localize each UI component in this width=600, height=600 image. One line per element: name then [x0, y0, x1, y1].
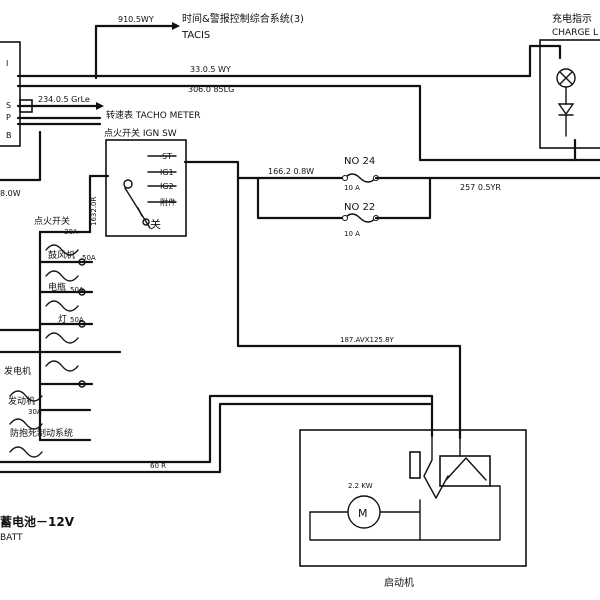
label-charge-cn: 充电指示 — [552, 12, 592, 25]
label-fl-ign-amp: 30A — [64, 228, 78, 236]
label-fl-bat: 电瓶 — [48, 281, 66, 293]
label-tacis-cn: 时间&警报控制综合系统(3) — [182, 12, 304, 25]
label-wire-left: 8.0W — [0, 189, 21, 198]
label-fl-abs: 防抱死制动系统 — [10, 427, 73, 439]
label-motor-m: M — [358, 507, 368, 520]
charge-lamp — [539, 39, 600, 149]
label-tacis-en: TACIS — [181, 30, 210, 41]
label-fl-bat-amp: 50A — [70, 286, 84, 294]
label-batt-cn: 蓄电池－12V — [0, 514, 75, 529]
wire-no22-out — [398, 176, 432, 220]
arrow-tacis — [172, 22, 180, 30]
label-fl-fan: 鼓风机 — [48, 249, 75, 261]
label-wire-306: 306.0 85LG — [188, 85, 234, 94]
ign-switch — [105, 139, 187, 237]
label-wire-60r: 60 R — [150, 462, 166, 470]
label-conn-b: B — [6, 131, 12, 140]
wire-306 — [16, 84, 600, 162]
wire-187 — [236, 176, 462, 440]
label-ign-sw: 点火开关 IGN SW — [104, 127, 177, 139]
label-fuse-10a-1: 10 A — [344, 184, 360, 192]
label-conn-i: I — [6, 59, 8, 68]
label-wire-234: 234.0.5 GrLe — [38, 95, 90, 104]
label-off: 关 — [150, 217, 161, 231]
connector-body — [0, 41, 21, 147]
label-wire-910: 910.5WY — [118, 15, 154, 24]
starter-box — [299, 429, 527, 567]
arrow-tacho — [96, 102, 104, 110]
label-conn-s: S — [6, 101, 11, 110]
label-charge-en: CHARGE L — [552, 28, 598, 38]
solenoid-box — [439, 455, 491, 487]
fuse-no24 — [344, 173, 377, 183]
label-fl-eng: 发动机 — [8, 395, 35, 407]
label-st: ST — [162, 152, 172, 161]
charge-lamp-box — [539, 39, 600, 149]
label-tacho: 转速表 TACHO METER — [106, 109, 201, 121]
wire-tacis — [94, 24, 177, 80]
label-wire-vert: 1632.0R — [90, 197, 98, 226]
label-wire-187: 187.AVX125.8Y — [340, 336, 395, 344]
left-connector — [0, 41, 33, 147]
label-motor-kw: 2.2 KW — [348, 482, 373, 490]
wire-ig1-out — [183, 160, 347, 180]
label-wire-1662: 166.2 0.8W — [268, 167, 314, 176]
wire-no22-in — [256, 176, 347, 220]
wire-60r-2 — [0, 402, 432, 474]
label-fl-lamp: 灯 — [58, 314, 67, 325]
label-batt-en: BATT — [0, 533, 23, 543]
label-no24: NO 24 — [344, 156, 375, 167]
wires — [0, 22, 600, 474]
ign-switch-box — [105, 139, 187, 237]
label-fl-eng-amp: 30A — [28, 408, 42, 416]
diode-icon — [557, 103, 575, 116]
wire-33 — [16, 44, 562, 78]
starter-contact — [409, 451, 421, 479]
label-fl-ign: 点火开关 — [34, 215, 70, 227]
wire-8w — [0, 130, 42, 182]
label-no22: NO 22 — [344, 202, 375, 213]
fuse-no22 — [344, 213, 377, 223]
label-wire-257: 257 0.5YR — [460, 183, 501, 192]
label-conn-p: P — [6, 113, 11, 122]
connector-tab — [19, 99, 33, 113]
labels: 910.5WY 时间&警报控制综合系统(3) TACIS 充电指示 CHARGE… — [0, 12, 598, 589]
wire-60r — [0, 394, 434, 464]
label-ig2: IG2 — [160, 182, 174, 191]
starter — [299, 429, 527, 567]
fuses — [342, 173, 402, 223]
switch-contacts — [147, 155, 177, 203]
solenoid-coil — [445, 457, 487, 481]
fusible-link-loops — [9, 244, 86, 458]
label-fuse-10a-2: 10 A — [344, 230, 360, 238]
label-ig1: IG1 — [160, 168, 174, 177]
label-acc: 附件 — [160, 197, 176, 207]
label-starter: 启动机 — [384, 576, 414, 589]
label-fl-gen: 发电机 — [4, 365, 31, 377]
label-wire-33: 33.0.5 WY — [190, 65, 231, 74]
label-fl-lamp-amp: 50A — [70, 316, 84, 324]
label-fl-fan-amp: 50A — [82, 254, 96, 262]
